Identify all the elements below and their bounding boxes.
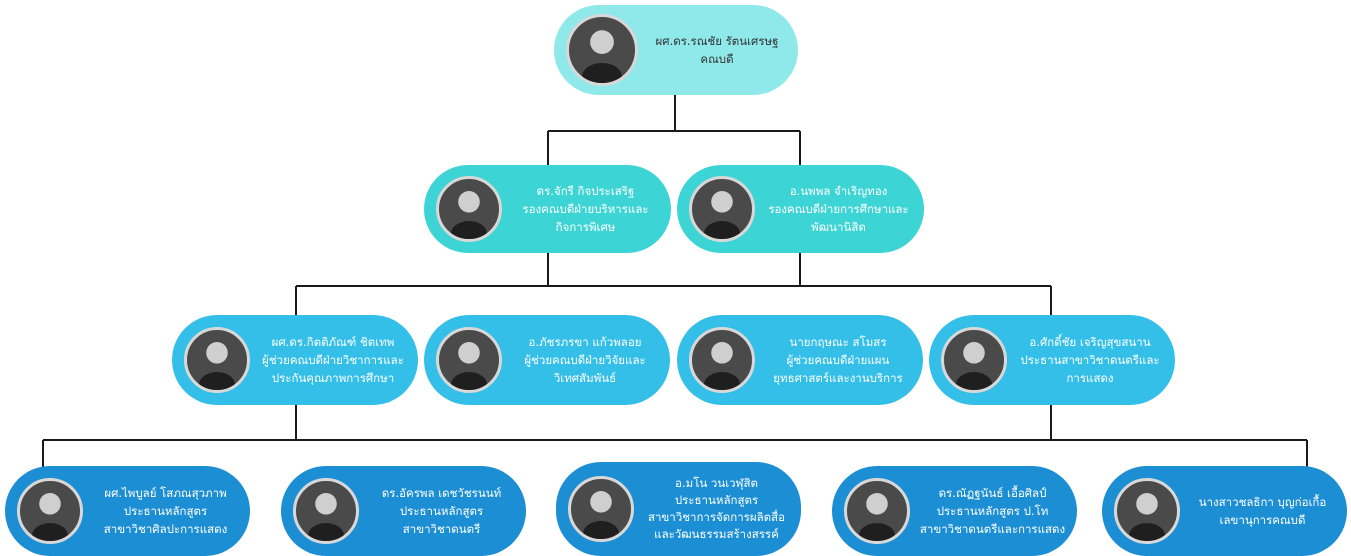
node-text-line: ประธานหลักสูตร ป.โท (936, 504, 1049, 518)
node-text-line: ประธานหลักสูตร (674, 493, 759, 507)
node-text-line: นางสาวชลธิกา บุญก่อเกื้อ (1198, 495, 1327, 509)
node-text-line: กิจการพิเศษ (555, 220, 616, 234)
node-prog-performing: ผศ.ไพบูลย์ โสภณสุวภาพประธานหลักสูตรสาขาว… (5, 466, 250, 556)
node-text-line: ดร.อัครพล เดชวัชรนนท์ (381, 486, 502, 500)
node-chair-music: อ.ศักดิ์ชัย เจริญสุขสนานประธานสาขาวิชาดน… (929, 315, 1175, 405)
avatar (844, 478, 910, 544)
node-vp-admin: ดร.จักรี กิจประเสริฐรองคณบดีฝ่ายบริหารแล… (424, 165, 671, 253)
avatar (293, 478, 359, 544)
node-text: อ.นพพล จำเริญทองรองคณบดีฝ่ายการศึกษาและพ… (755, 182, 914, 236)
node-text-line: ผศ.ดร.กิตติภัณฑ์ ชิตเทพ (271, 335, 395, 349)
node-prog-music: ดร.อัครพล เดชวัชรนนท์ประธานหลักสูตรสาขาว… (281, 466, 526, 556)
node-text-line: ยุทธศาสตร์และงานบริการ (773, 371, 903, 385)
node-asst-strategy: นายกฤษณะ สโมสรผู้ช่วยคณบดีฝ่ายแผนยุทธศาส… (677, 315, 923, 405)
node-text-line: ประกันคุณภาพการศึกษา (271, 371, 395, 385)
node-text-line: พัฒนานิสิต (811, 220, 866, 234)
avatar (566, 14, 638, 86)
node-text-line: สาขาวิชาดนตรีและการแสดง (919, 522, 1066, 536)
node-text-line: ประธานสาขาวิชาดนตรีและ (1020, 353, 1160, 367)
avatar (689, 327, 755, 393)
avatar (1114, 478, 1180, 544)
node-text: นางสาวชลธิกา บุญก่อเกื้อเลขานุการคณบดี (1180, 493, 1337, 529)
node-asst-research: อ.ภัชรภรขา แก้วพลอยผู้ช่วยคณบดีฝ่ายวิจัย… (424, 315, 670, 405)
node-text: นายกฤษณะ สโมสรผู้ช่วยคณบดีฝ่ายแผนยุทธศาส… (755, 333, 913, 387)
avatar (17, 478, 83, 544)
node-text: ผศ.ดร.รณชัย รัตนเศรษฐคณบดี (638, 32, 788, 68)
node-text: อ.มโน วนเวฬุสิตประธานหลักสูตรสาขาวิชาการ… (634, 475, 791, 543)
node-text-line: อ.ศักดิ์ชัย เจริญสุขสนาน (1029, 335, 1151, 349)
node-text-line: คณบดี (700, 52, 734, 66)
node-text-line: การแสดง (1066, 371, 1114, 385)
node-text-line: ผศ.ไพบูลย์ โสภณสุวภาพ (104, 486, 227, 500)
node-text-line: เลขานุการคณบดี (1219, 513, 1306, 527)
node-text-line: สาขาวิชาดนตรี (402, 522, 481, 536)
node-text-line: สาขาวิชาการจัดการผลิตสื่อ (647, 510, 786, 524)
node-text: อ.ภัชรภรขา แก้วพลอยผู้ช่วยคณบดีฝ่ายวิจัย… (502, 333, 660, 387)
node-prog-masters: ดร.ณัฏฐนันธ์ เอื้อศิลป์ประธานหลักสูตร ป.… (832, 466, 1077, 556)
node-text: ดร.ณัฏฐนันธ์ เอื้อศิลป์ประธานหลักสูตร ป.… (910, 484, 1067, 538)
avatar (436, 176, 502, 242)
node-text: ผศ.ดร.กิตติภัณฑ์ ชิตเทพผู้ช่วยคณบดีฝ่ายว… (250, 333, 408, 387)
node-text-line: รองคณบดีฝ่ายบริหารและ (522, 202, 649, 216)
node-text: ดร.อัครพล เดชวัชรนนท์ประธานหลักสูตรสาขาว… (359, 484, 516, 538)
node-text-line: รองคณบดีฝ่ายการศึกษาและ (768, 202, 909, 216)
node-text-line: ผู้ช่วยคณบดีฝ่ายแผน (786, 353, 890, 367)
node-text: ดร.จักรี กิจประเสริฐรองคณบดีฝ่ายบริหารแล… (502, 182, 661, 236)
avatar (436, 327, 502, 393)
avatar (184, 327, 250, 393)
node-dean: ผศ.ดร.รณชัย รัตนเศรษฐคณบดี (554, 5, 798, 95)
node-text: อ.ศักดิ์ชัย เจริญสุขสนานประธานสาขาวิชาดน… (1007, 333, 1165, 387)
avatar (941, 327, 1007, 393)
node-text-line: และวัฒนธรรมสร้างสรรค์ (654, 527, 779, 541)
avatar (568, 476, 634, 542)
node-text-line: นายกฤษณะ สโมสร (789, 335, 887, 349)
node-vp-academic: อ.นพพล จำเริญทองรองคณบดีฝ่ายการศึกษาและพ… (677, 165, 924, 253)
node-asst-academic: ผศ.ดร.กิตติภัณฑ์ ชิตเทพผู้ช่วยคณบดีฝ่ายว… (172, 315, 418, 405)
node-text: ผศ.ไพบูลย์ โสภณสุวภาพประธานหลักสูตรสาขาว… (83, 484, 240, 538)
node-text-line: ประธานหลักสูตร (123, 504, 208, 518)
node-text-line: อ.มโน วนเวฬุสิต (675, 476, 758, 490)
node-text-line: สาขาวิชาศิลปะการแสดง (103, 522, 228, 536)
node-text-line: อ.นพพล จำเริญทอง (789, 184, 888, 198)
node-text-line: ผู้ช่วยคณบดีฝ่ายวิชาการและ (262, 353, 404, 367)
node-text-line: ดร.จักรี กิจประเสริฐ (536, 184, 635, 198)
node-text-line: อ.ภัชรภรขา แก้วพลอย (528, 335, 642, 349)
node-prog-media: อ.มโน วนเวฬุสิตประธานหลักสูตรสาขาวิชาการ… (556, 462, 801, 556)
avatar (689, 176, 755, 242)
node-text-line: ประธานหลักสูตร (399, 504, 484, 518)
node-secretary: นางสาวชลธิกา บุญก่อเกื้อเลขานุการคณบดี (1102, 466, 1347, 556)
node-text-line: วิเทศสัมพันธ์ (553, 371, 617, 385)
node-text-line: ผู้ช่วยคณบดีฝ่ายวิจัยและ (524, 353, 646, 367)
node-text-line: ผศ.ดร.รณชัย รัตนเศรษฐ (655, 34, 779, 48)
node-text-line: ดร.ณัฏฐนันธ์ เอื้อศิลป์ (938, 486, 1047, 500)
